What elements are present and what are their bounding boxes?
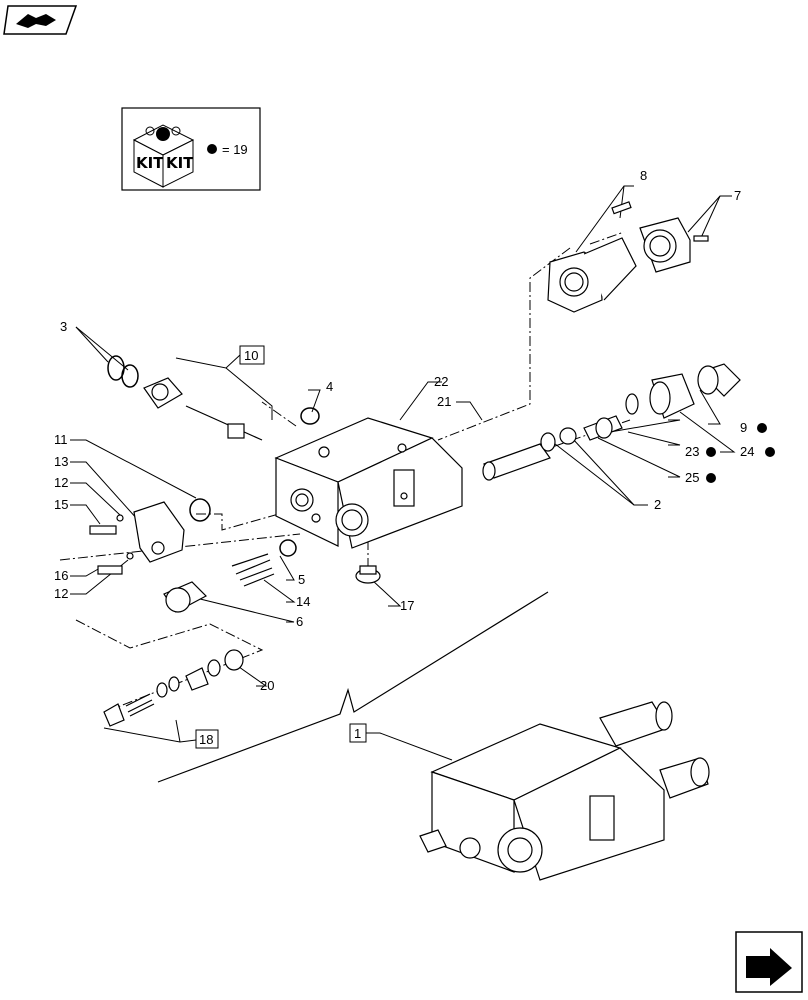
callout-16: 16	[54, 568, 68, 583]
section-separator	[157, 591, 549, 783]
kit-word-left: KIT	[136, 154, 164, 172]
end-cap	[625, 363, 741, 419]
kit-marker-24-icon	[765, 447, 775, 457]
kit-word-right: KIT	[166, 154, 194, 172]
callout-14: 14	[296, 594, 310, 609]
callout-box-10: 10	[239, 345, 265, 365]
callout-10: 10	[244, 348, 258, 363]
kit-bullet-icon	[207, 144, 217, 154]
flange-and-screws	[89, 501, 185, 575]
callout-18: 18	[199, 732, 213, 747]
plug-17	[355, 565, 381, 584]
book-arrow-icon[interactable]	[3, 5, 78, 35]
kit-legend-box: KIT KIT = 19	[121, 107, 261, 191]
callout-2: 2	[654, 497, 661, 512]
kit-marker-23-icon	[706, 447, 716, 457]
callout-box-18: 18	[195, 729, 219, 749]
callout-5: 5	[298, 572, 305, 587]
callout-17: 17	[400, 598, 414, 613]
spool	[482, 415, 623, 481]
kit-legend-text: = 19	[222, 142, 248, 157]
detent-assembly	[639, 217, 709, 273]
callout-4: 4	[326, 379, 333, 394]
kit-marker-9-icon	[757, 423, 767, 433]
callout-6: 6	[296, 614, 303, 629]
valve-cover	[547, 201, 637, 313]
callout-23: 23	[685, 444, 699, 459]
callout-12-b: 12	[54, 586, 68, 601]
callout-25: 25	[685, 470, 699, 485]
callout-7: 7	[734, 188, 741, 203]
relief-parts-10	[143, 377, 263, 441]
next-page-arrow-icon[interactable]	[735, 931, 803, 993]
callout-24: 24	[740, 444, 754, 459]
callout-9: 9	[740, 420, 747, 435]
relief-kit-18	[103, 649, 244, 727]
o-rings	[107, 355, 320, 557]
spring-and-plug	[163, 553, 275, 613]
callout-11: 11	[54, 432, 68, 447]
leader-lines	[70, 185, 736, 761]
callout-box-1: 1	[349, 723, 367, 743]
callout-3: 3	[60, 319, 67, 334]
assembled-valve	[419, 701, 710, 881]
valve-section-body	[274, 417, 463, 549]
callout-20: 20	[260, 678, 274, 693]
callout-21: 21	[437, 394, 451, 409]
kit-box-icon: KIT KIT	[132, 124, 194, 188]
callout-15: 15	[54, 497, 68, 512]
callout-13: 13	[54, 454, 68, 469]
callout-22: 22	[434, 374, 448, 389]
callout-1: 1	[354, 726, 361, 741]
callout-12-a: 12	[54, 475, 68, 490]
kit-marker-25-icon	[706, 473, 716, 483]
callout-8: 8	[640, 168, 647, 183]
